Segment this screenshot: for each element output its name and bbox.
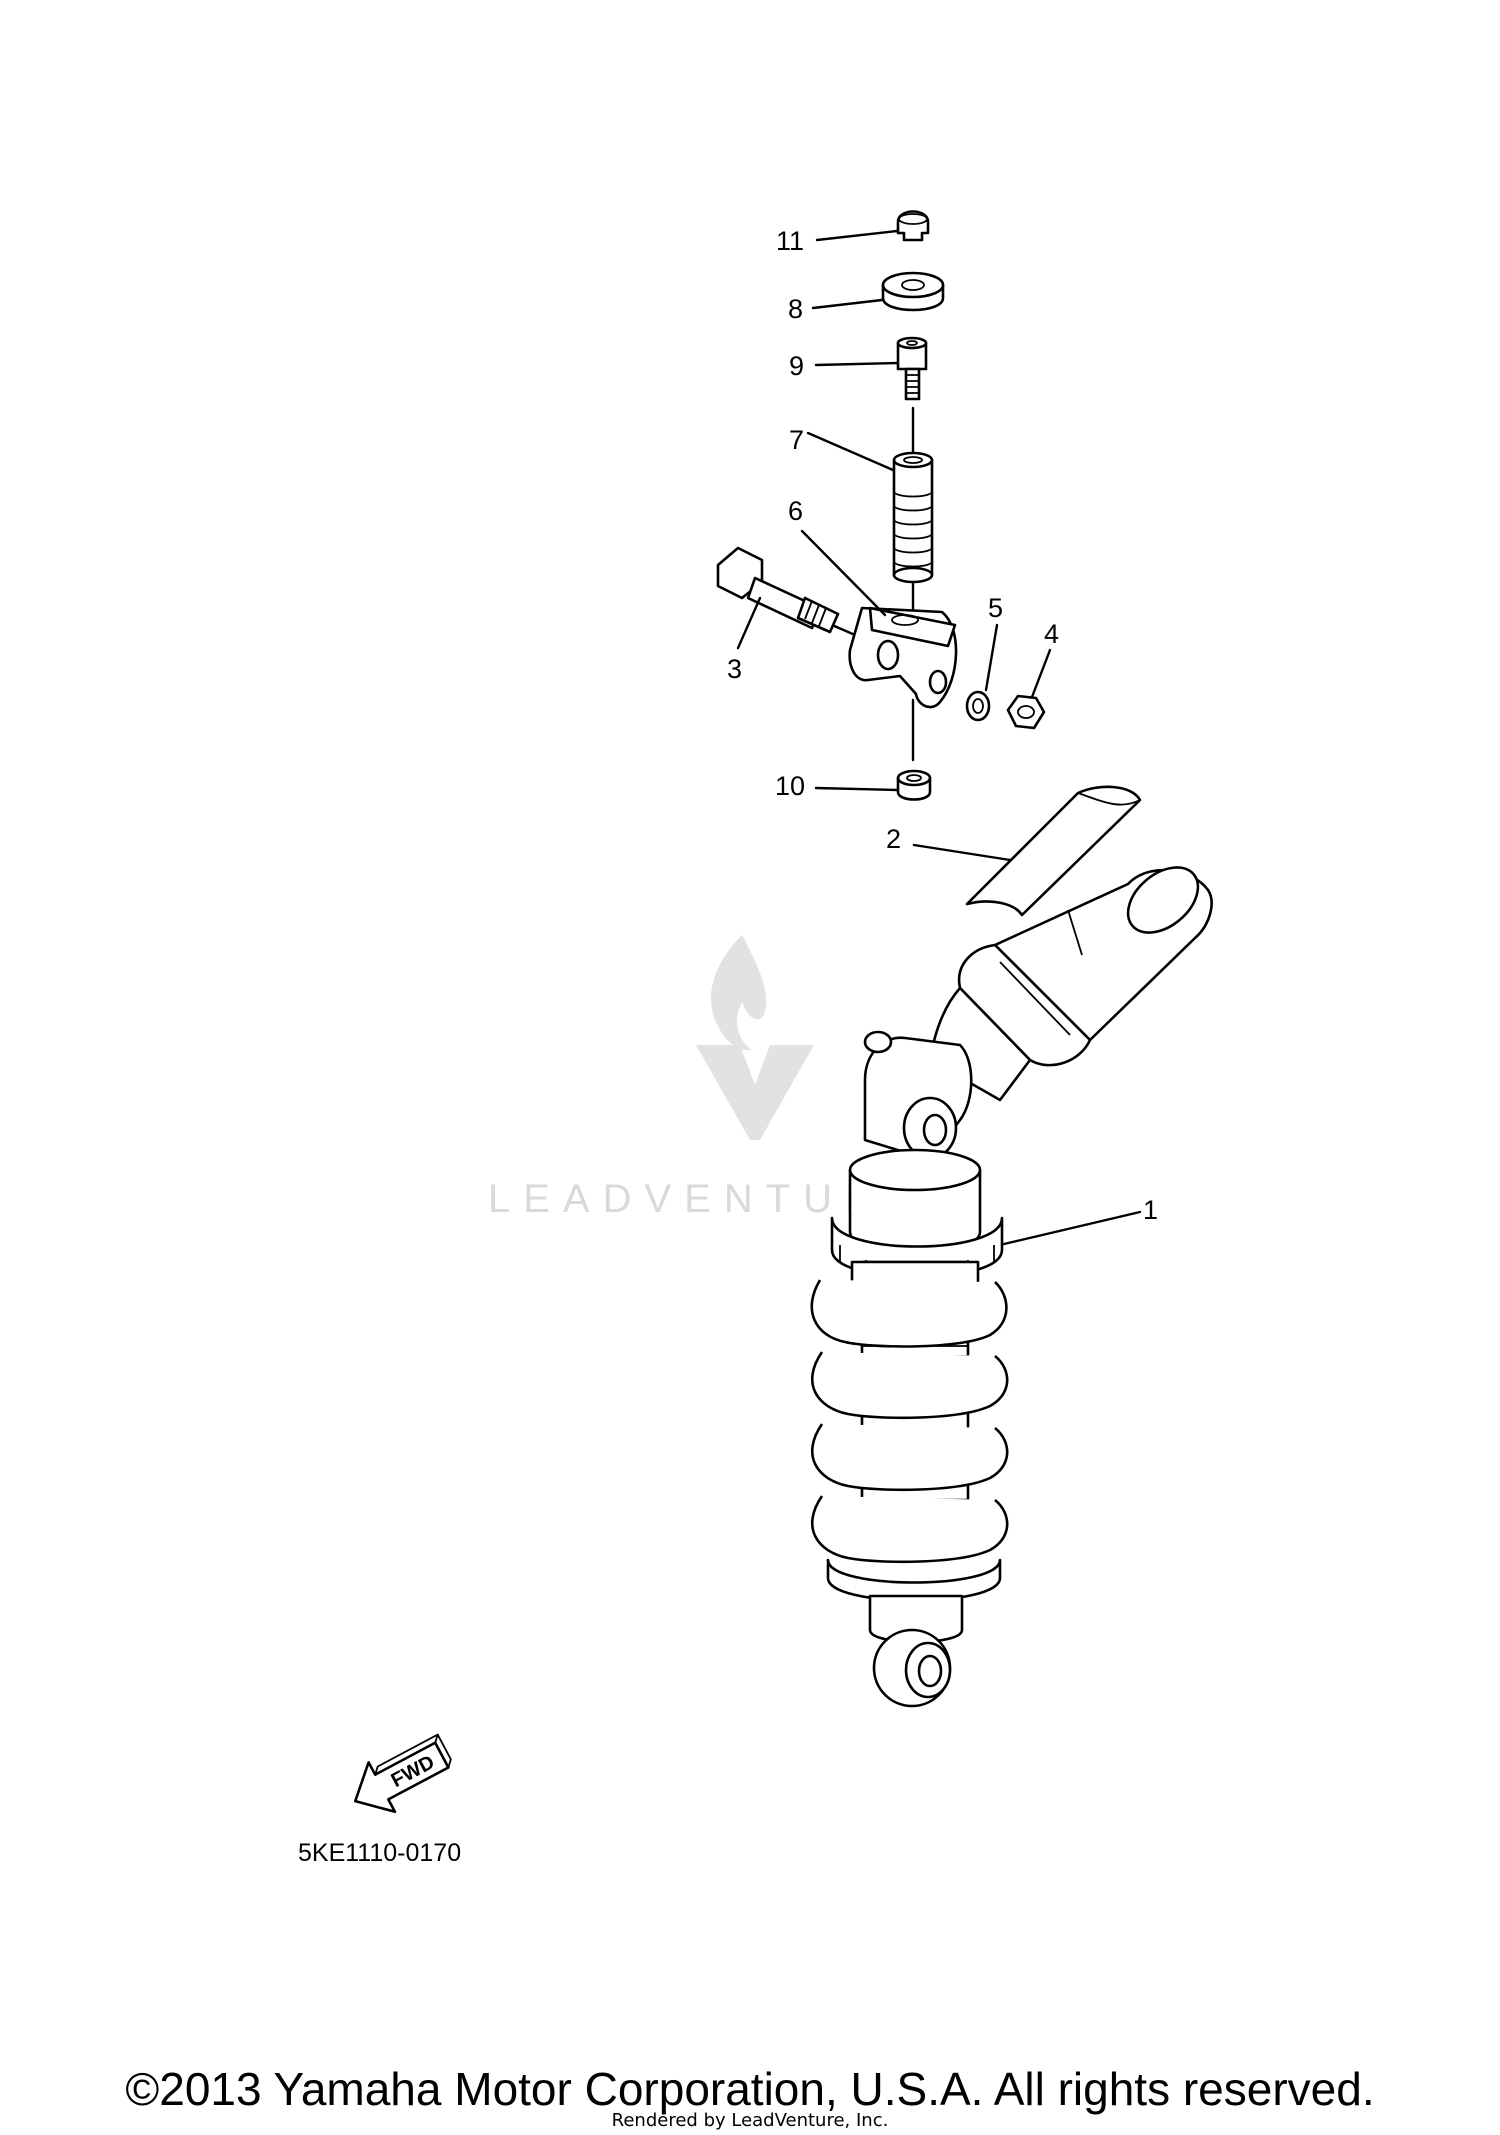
leader-lines — [736, 229, 1142, 1246]
callout-8: 8 — [788, 294, 803, 324]
callout-9: 9 — [789, 351, 804, 381]
part-3-bolt — [716, 546, 840, 634]
callout-5: 5 — [988, 593, 1003, 623]
callout-11: 11 — [776, 226, 804, 256]
part-5-washer — [965, 690, 991, 722]
part-1-rear-shock-absorber — [810, 866, 1213, 1708]
callout-4: 4 — [1044, 619, 1059, 649]
callout-10: 10 — [775, 771, 805, 801]
callout-1: 1 — [1143, 1195, 1158, 1225]
part-8-washer — [881, 271, 945, 312]
copyright-notice: ©2013 Yamaha Motor Corporation, U.S.A. A… — [125, 2063, 1375, 2115]
callout-numbers: 11 8 9 7 6 5 4 3 10 2 1 — [727, 226, 1158, 1225]
callout-3: 3 — [727, 654, 742, 684]
part-9-bolt — [896, 336, 928, 401]
watermark-text: LEADVENTURE — [488, 1177, 927, 1221]
part-11-cap — [896, 210, 930, 242]
part-7-bump-stopper — [892, 451, 934, 584]
part-6-bracket — [848, 606, 958, 709]
leadventure-watermark: LEADVENTURE — [488, 935, 927, 1221]
callout-6: 6 — [788, 496, 803, 526]
part-4-nut — [1006, 694, 1046, 730]
callout-7: 7 — [789, 425, 804, 455]
rendered-by-credit: Rendered by LeadVenture, Inc. — [611, 2110, 889, 2131]
part-2-cover — [965, 785, 1142, 917]
part-10-collar — [896, 769, 932, 801]
drawing-number: 5KE1110-0170 — [298, 1839, 461, 1867]
fwd-arrow: FWD — [353, 1733, 452, 1814]
callout-2: 2 — [886, 824, 901, 854]
